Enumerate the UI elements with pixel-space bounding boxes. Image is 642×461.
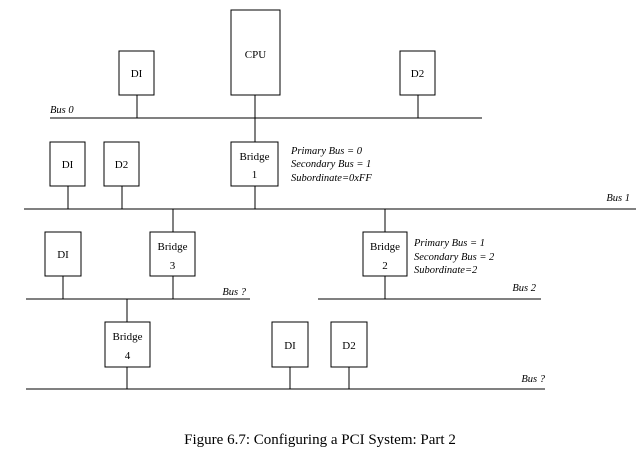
di-left-box: [44, 231, 82, 277]
bus-unknown-middle-label: Bus ?: [222, 287, 246, 298]
cpu-label: CPU: [245, 49, 266, 61]
bus-2-label: Bus 2: [512, 283, 536, 294]
bridge-3-box: [149, 231, 196, 277]
d2-bus1-box: [103, 141, 140, 187]
di-left-label: DI: [57, 249, 69, 261]
bridge-1-label: Bridge: [240, 151, 270, 163]
d2-bottom-box: [330, 321, 368, 368]
bridge-3-number: 3: [170, 260, 176, 272]
d2-bus1-label: D2: [115, 159, 128, 171]
bridge-1-secondary-bus: Secondary Bus = 1: [291, 159, 371, 170]
di-top-box: [118, 50, 155, 96]
figure-caption: Figure 6.7: Configuring a PCI System: Pa…: [184, 432, 456, 448]
bridge-1-subordinate: Subordinate=0xFF: [291, 173, 372, 184]
d2-top-box: [399, 50, 436, 96]
bridge-2-primary-bus: Primary Bus = 1: [413, 238, 485, 249]
di-bottom-label: DI: [284, 340, 296, 352]
di-bus1-box: [49, 141, 86, 187]
bridge-2-subordinate: Subordinate=2: [414, 265, 478, 276]
bridge-1-primary-bus: Primary Bus = 0: [290, 146, 363, 157]
bridge-3-label: Bridge: [158, 241, 188, 253]
di-bus1-label: DI: [62, 159, 74, 171]
di-bottom-box: [271, 321, 309, 368]
bridge-2-label: Bridge: [370, 241, 400, 253]
bus-0-label: Bus 0: [50, 105, 74, 116]
bus-1-label: Bus 1: [606, 193, 630, 204]
d2-top-label: D2: [411, 68, 424, 80]
bridge-4-box: [104, 321, 151, 368]
d2-bottom-label: D2: [342, 340, 355, 352]
bridge-2-secondary-bus: Secondary Bus = 2: [414, 252, 495, 263]
bridge-1-number: 1: [252, 169, 258, 181]
bridge-4-label: Bridge: [113, 331, 143, 343]
bridge-4-number: 4: [125, 350, 131, 362]
bus-unknown-bottom-label: Bus ?: [521, 374, 545, 385]
cpu-box: [230, 9, 281, 96]
bridge-1-box: [230, 141, 279, 187]
bridge-2-number: 2: [382, 260, 388, 272]
di-top-label: DI: [131, 68, 143, 80]
bridge-2-box: [362, 231, 408, 277]
